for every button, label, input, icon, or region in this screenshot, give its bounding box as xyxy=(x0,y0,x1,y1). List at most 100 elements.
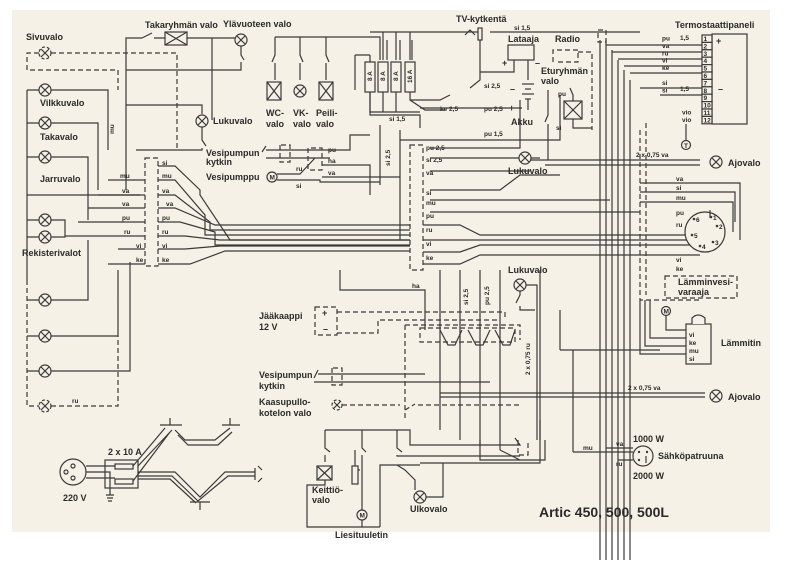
label-power-2000: 2000 W xyxy=(633,471,665,481)
lataaja-box-icon xyxy=(507,44,535,61)
label-keittiovalo-2: valo xyxy=(312,495,331,505)
label-sahkopatruuna: Sähköpatruuna xyxy=(658,451,725,461)
wire-label-si-1-5-fuse: si 1,5 xyxy=(389,116,406,123)
label-power-1000: 1000 W xyxy=(633,434,665,444)
thermostat-wire-label: va xyxy=(662,43,670,50)
thermostat-wire-label: vio xyxy=(682,110,691,117)
thermostat-wire-label: pu xyxy=(662,36,670,43)
thermostat-wire-label: si xyxy=(662,80,668,87)
ajovalo-top-lamp-icon xyxy=(709,155,723,169)
mid-connector-label: ru xyxy=(426,227,433,234)
svg-text:vi: vi xyxy=(162,243,168,250)
vesipumppu-motor-icon: M xyxy=(266,171,278,183)
svg-text:va: va xyxy=(162,188,170,195)
ulkovalo-lamp-icon xyxy=(413,490,427,504)
wire-label-ke-2-5: ke 2,5 xyxy=(440,106,458,113)
thermostat-terminal-number: 5 xyxy=(704,66,708,73)
thermostat-terminal-number: 4 xyxy=(704,58,708,65)
label-rekisterivalot: Rekisterivalot xyxy=(22,248,81,258)
label-ulkovalo: Ulkovalo xyxy=(410,504,448,514)
thermostat-sensor-icon: T xyxy=(680,139,692,151)
svg-text:8 A: 8 A xyxy=(393,71,400,81)
thermostat-terminal-number: 9 xyxy=(704,95,708,102)
thermostat-terminal-number: 6 xyxy=(704,73,708,80)
svg-text:pu: pu xyxy=(122,215,130,222)
label-jaakaappi-2: 12 V xyxy=(259,322,278,332)
wire-label-pu-eturyhma: pu xyxy=(558,91,566,98)
svg-text:mu: mu xyxy=(689,348,699,355)
label-vk-valo-1: VK- xyxy=(293,108,309,118)
rekisterivalo-2-lamp-icon xyxy=(38,230,52,244)
jaakaappi-box xyxy=(314,306,338,336)
ajovalo-bottom-lamp-icon xyxy=(709,389,723,403)
thermostat-plus: + xyxy=(716,36,721,46)
round-connector-pin xyxy=(692,217,696,221)
lammitin-cap-icon xyxy=(691,314,706,324)
pump-connector-icon xyxy=(307,147,323,171)
label-jarruvalo: Jarruvalo xyxy=(40,174,81,184)
svg-text:mu: mu xyxy=(120,173,130,180)
label-vesipumpun-kytkin-lower-1: Vesipumpun xyxy=(259,370,313,380)
label-ajovalo-top: Ajovalo xyxy=(728,158,761,168)
svg-text:ru: ru xyxy=(124,229,131,236)
thermostat-wire-label: vio xyxy=(682,117,691,124)
lukuvalo-left-lamp-icon xyxy=(195,114,209,128)
svg-text:si: si xyxy=(689,356,695,363)
thermostat-terminal-number: 7 xyxy=(704,80,708,87)
label-fuse-2x10: 2 x 10 A xyxy=(108,447,142,457)
svg-text:pu: pu xyxy=(162,215,170,222)
svg-text:si: si xyxy=(162,160,168,167)
svg-text:ke: ke xyxy=(136,257,144,264)
jarruvalo-lamp-icon xyxy=(38,150,52,164)
thermostat-terminal-number: 11 xyxy=(704,110,711,117)
thermostat-gauge-1: 1,5 xyxy=(680,35,689,42)
svg-text:si: si xyxy=(296,183,302,190)
diagram-sheet xyxy=(12,10,770,532)
round-connector-pin-number: 1 xyxy=(713,215,717,222)
svg-text:ru: ru xyxy=(296,166,303,173)
round-connector-wire-label: pu xyxy=(676,210,684,217)
label-lukuvalo-lower: Lukuvalo xyxy=(508,265,548,275)
svg-text:ha: ha xyxy=(328,158,336,165)
label-ajovalo-bottom: Ajovalo xyxy=(728,392,761,402)
round-connector-wire-label: ru xyxy=(676,222,683,229)
round-connector-icon xyxy=(684,211,726,253)
lammitin-wire-labels: vi ke mu si xyxy=(689,332,699,363)
wire-label-pu-2-5: pu 2,5 xyxy=(484,106,503,113)
mid-connector-label: mu xyxy=(426,200,436,207)
round-connector-pin-number: 3 xyxy=(715,240,719,247)
mid-connector-label: va xyxy=(426,170,434,177)
lataaja-minus: – xyxy=(535,58,540,68)
lammitin-motor-icon: M xyxy=(660,305,672,317)
svg-text:ke: ke xyxy=(689,340,697,347)
svg-text:8 A: 8 A xyxy=(380,71,387,81)
label-vesipumpun-kytkin-lower-2: kytkin xyxy=(259,381,285,391)
thermostat-terminal-number: 1 xyxy=(704,36,708,43)
round-connector-pin xyxy=(690,233,694,237)
label-takavalo: Takavalo xyxy=(40,132,78,142)
lataaja-plus: + xyxy=(502,58,507,68)
svg-text:ru: ru xyxy=(162,229,169,236)
wire-label-ru-sivuvalo: ru xyxy=(72,398,79,405)
svg-text:pu: pu xyxy=(328,147,336,154)
thermostat-terminal xyxy=(701,115,713,125)
mid-connector-block xyxy=(409,144,424,271)
kaasupullo-lamp-icon xyxy=(331,399,343,411)
label-mains-220: 220 V xyxy=(63,493,87,503)
svg-text:va: va xyxy=(122,201,130,208)
svg-text:8 A: 8 A xyxy=(367,71,374,81)
lamp-lower-1-icon xyxy=(38,293,52,307)
round-connector-wire-label: ke xyxy=(676,266,684,273)
svg-text:M: M xyxy=(270,175,275,182)
fuse-2: 8 A xyxy=(377,61,389,93)
wire-label-ajovalo-cable-bottom: 2 x 0,75 va xyxy=(628,385,661,392)
thermostat-terminal-number: 10 xyxy=(704,103,712,110)
thermostat-terminal-number: 2 xyxy=(704,43,708,50)
svg-text:va: va xyxy=(328,170,336,177)
wire-label-ru-heater: ru xyxy=(616,461,623,468)
svg-text:va: va xyxy=(166,201,174,208)
round-connector-pin-number: 2 xyxy=(719,224,723,231)
label-radio: Radio xyxy=(555,34,581,44)
